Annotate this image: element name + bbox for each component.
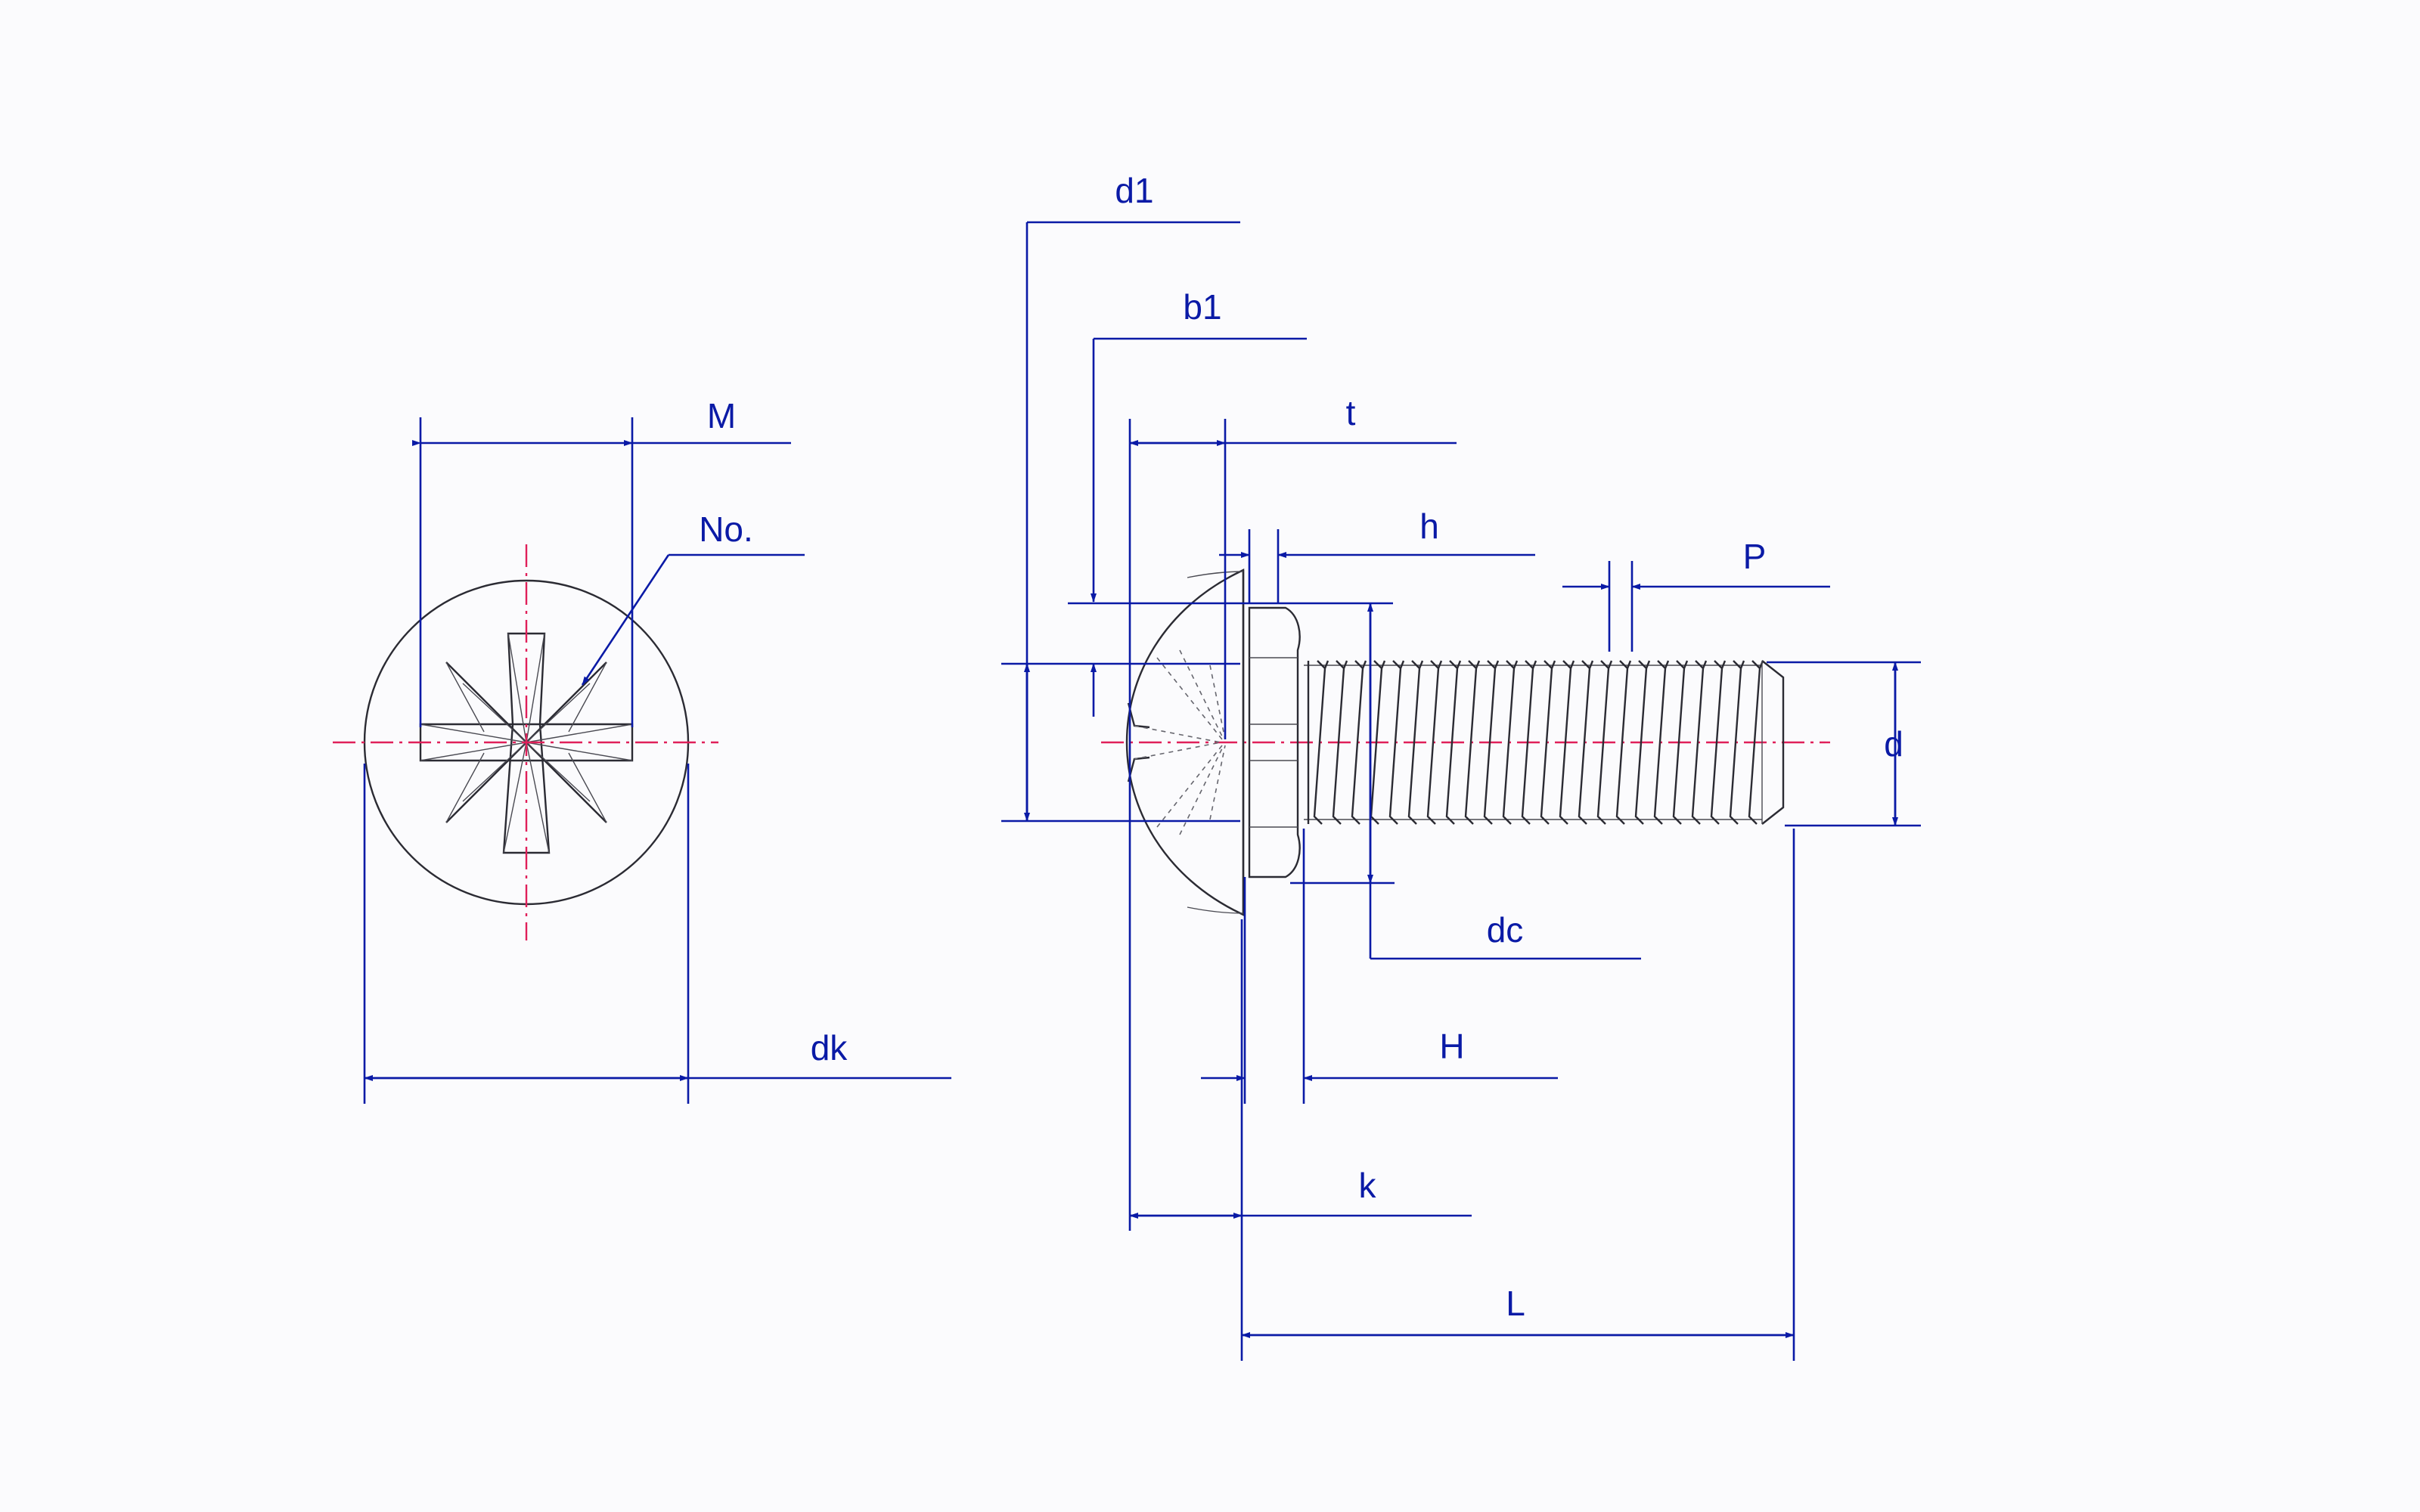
label-No: No. bbox=[699, 510, 753, 549]
label-k: k bbox=[1359, 1166, 1377, 1205]
label-d1: d1 bbox=[1115, 171, 1153, 210]
dim-H bbox=[1201, 829, 1558, 1104]
front-view bbox=[333, 417, 951, 1104]
label-dc: dc bbox=[1487, 910, 1524, 950]
dim-dc bbox=[1290, 603, 1641, 960]
dim-L bbox=[1241, 829, 1795, 1361]
label-M: M bbox=[707, 396, 736, 435]
dim-t bbox=[1128, 419, 1457, 1231]
dim-M bbox=[412, 417, 791, 727]
label-h: h bbox=[1419, 507, 1439, 546]
screw-head bbox=[1125, 569, 1245, 916]
label-dk: dk bbox=[811, 1028, 849, 1067]
dim-dk bbox=[363, 764, 951, 1104]
label-b1: b1 bbox=[1183, 287, 1221, 327]
dim-b1 bbox=[1068, 337, 1393, 717]
label-t: t bbox=[1346, 393, 1356, 432]
dim-d1 bbox=[1001, 221, 1240, 823]
dim-d bbox=[1767, 661, 1921, 827]
label-P: P bbox=[1743, 537, 1767, 576]
dimension-labels: M No. dk d1 b1 t h P d dc H k L bbox=[699, 171, 1903, 1323]
dim-P bbox=[1562, 561, 1830, 652]
dim-k bbox=[1129, 919, 1472, 1361]
label-L: L bbox=[1506, 1284, 1525, 1323]
dim-No bbox=[581, 553, 805, 686]
side-view bbox=[1001, 221, 1921, 1361]
label-H: H bbox=[1439, 1027, 1464, 1066]
washer bbox=[1248, 606, 1301, 878]
label-d: d bbox=[1884, 724, 1903, 764]
pozidriv-recess bbox=[419, 632, 634, 854]
threaded-shank bbox=[1304, 660, 1785, 825]
dim-h bbox=[1219, 529, 1535, 603]
